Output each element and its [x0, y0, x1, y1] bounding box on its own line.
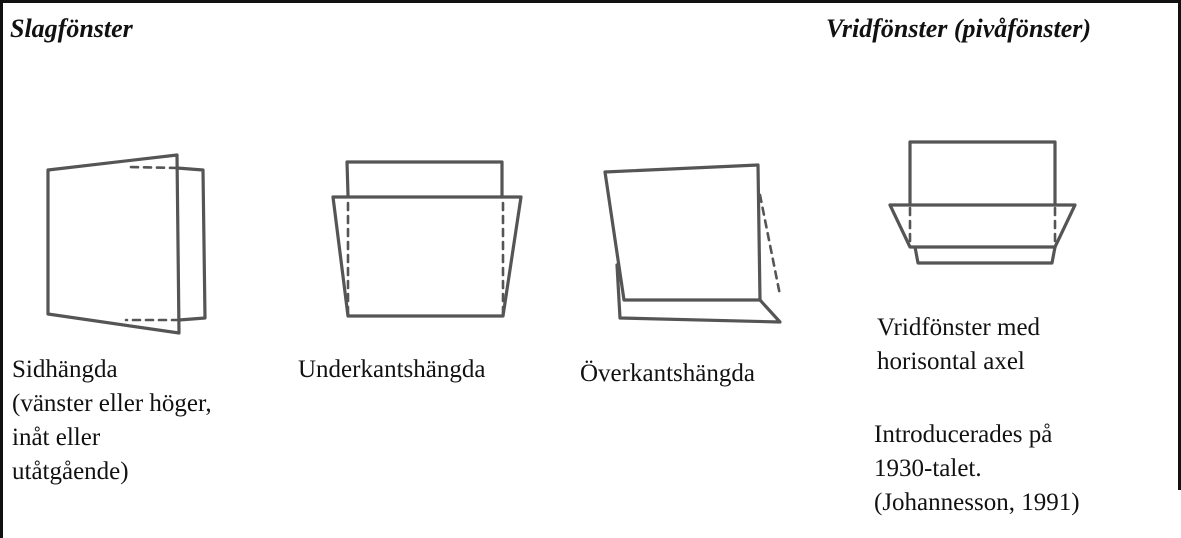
caption-line: (vänster eller höger, — [12, 390, 212, 417]
note-introduced: Introducerades på 1930-talet. (Johanness… — [874, 418, 1080, 520]
horizontal-pivot-window-icon — [888, 140, 1077, 265]
note-line: Introducerades på — [874, 421, 1053, 448]
caption-horizontal-pivot: Vridfönster med horisontal axel — [877, 311, 1040, 379]
caption-bottom-hung: Underkantshängda — [298, 353, 485, 387]
heading-slagfonster: Slagfönster — [10, 14, 133, 43]
bottom-hung-window-icon — [331, 160, 523, 318]
frame-border-right — [1178, 0, 1181, 490]
frame-border-left — [0, 0, 3, 538]
caption-side-hung: Sidhängda (vänster eller höger, inåt ell… — [12, 353, 212, 489]
side-hung-window-icon — [46, 153, 207, 335]
note-line: 1930-talet. — [874, 455, 982, 482]
frame-border-top — [0, 0, 1181, 3]
caption-line: utåtgående) — [12, 458, 129, 485]
caption-line: inåt eller — [12, 424, 101, 451]
caption-line: horisontal axel — [877, 348, 1025, 375]
caption-line: Vridfönster med — [877, 314, 1041, 341]
top-hung-window-icon — [603, 163, 782, 324]
caption-line: Sidhängda — [12, 356, 118, 383]
caption-top-hung: Överkantshängda — [580, 357, 755, 391]
caption-line: Underkantshängda — [298, 356, 486, 383]
heading-vridfonster: Vridfönster (pivåfönster) — [826, 14, 1092, 43]
caption-line: Överkantshängda — [580, 360, 755, 387]
note-line: (Johannesson, 1991) — [874, 489, 1080, 516]
